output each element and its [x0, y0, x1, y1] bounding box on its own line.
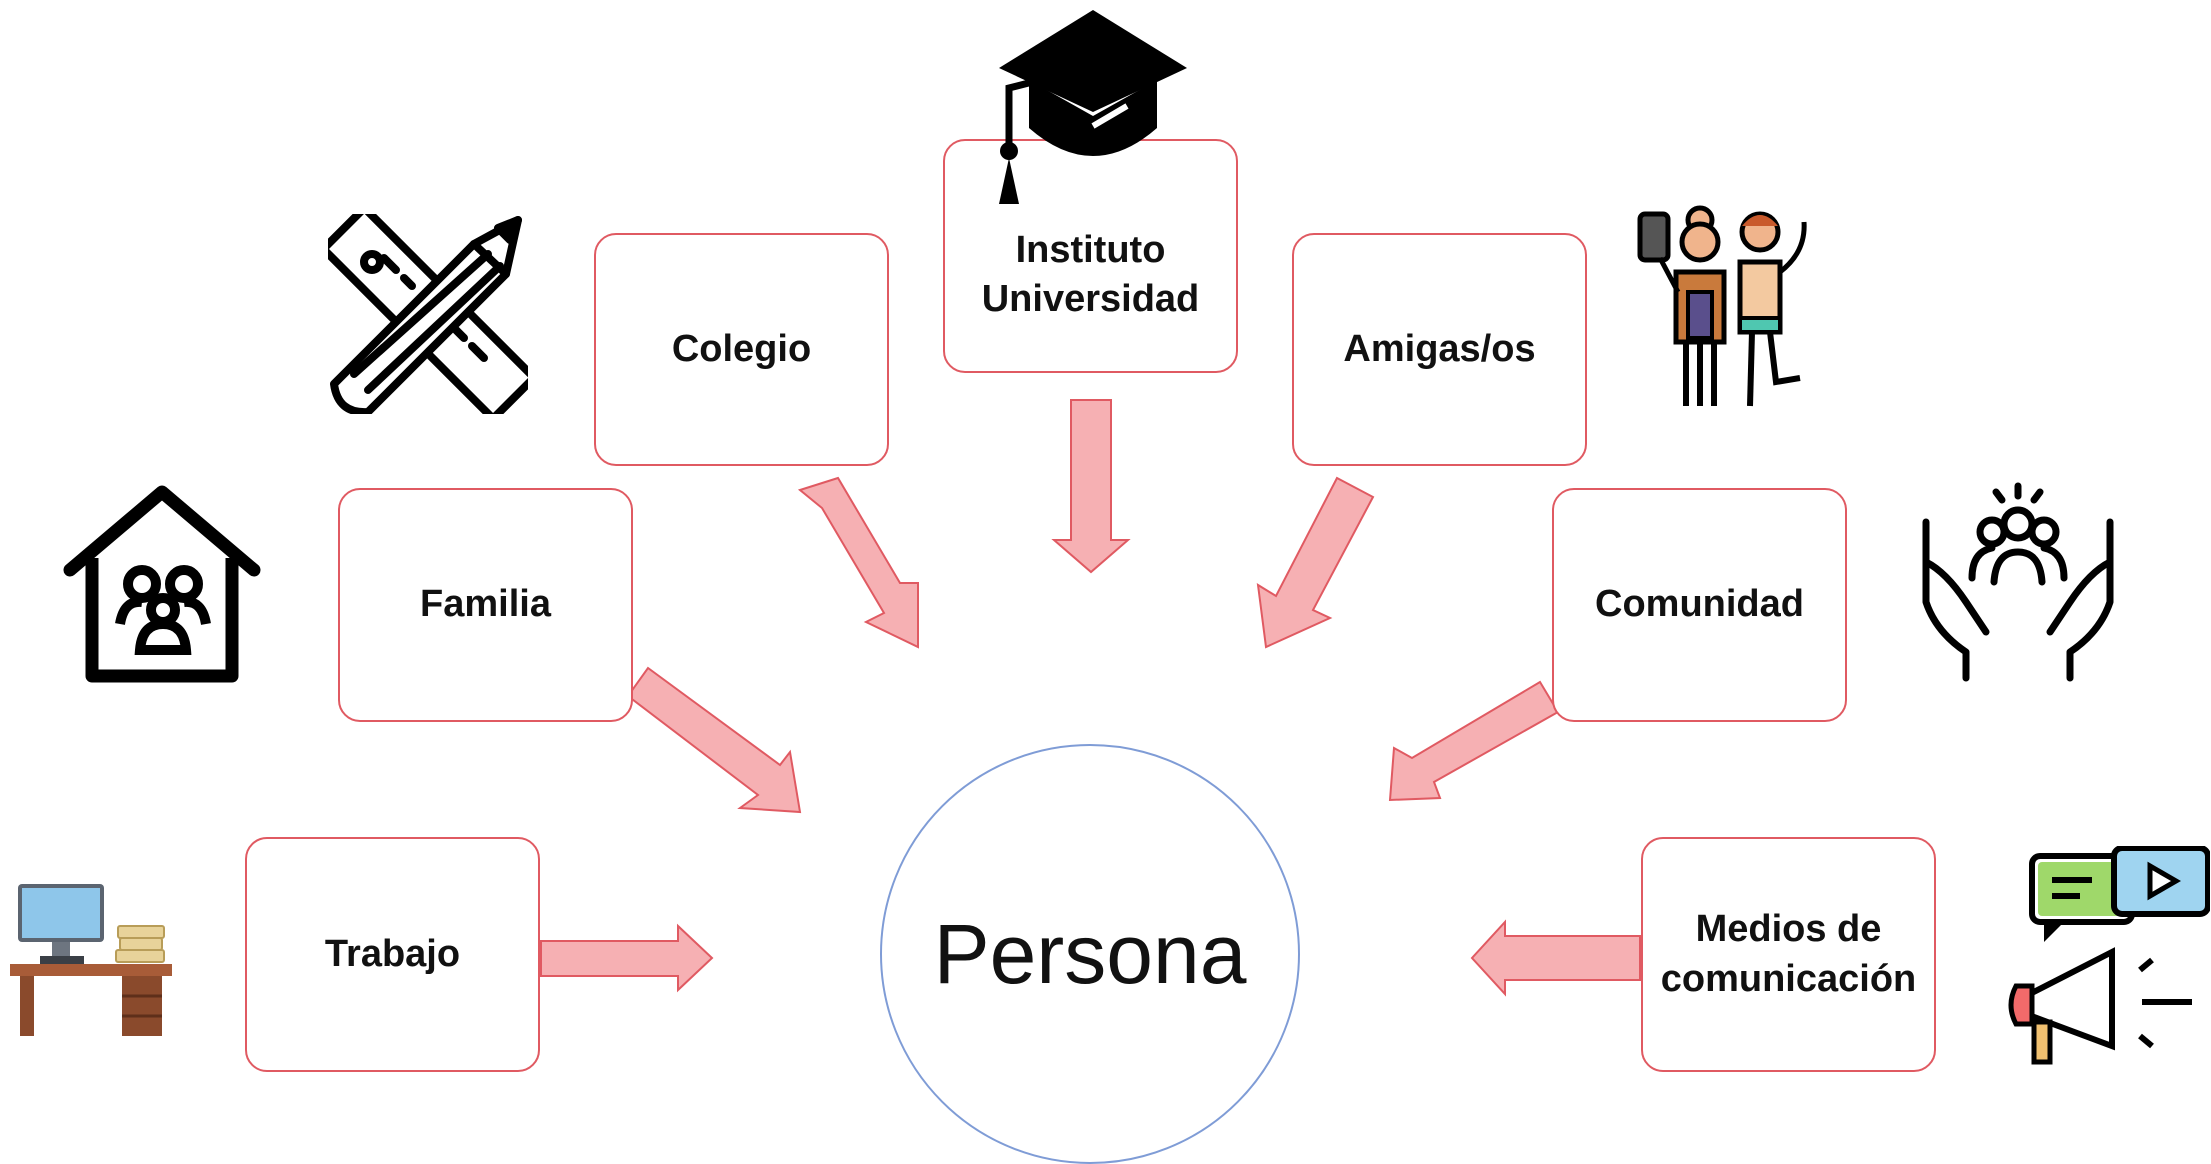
node-trabajo-label: Trabajo: [324, 932, 461, 975]
node-trabajo: Trabajo: [245, 837, 540, 1072]
node-comunidad-label: Comunidad: [1595, 583, 1804, 626]
family-house-icon: [63, 485, 261, 683]
community-hands-icon: [1922, 482, 2114, 682]
arrow-amigos: [1256, 476, 1375, 649]
arrow-colegio: [797, 476, 919, 649]
node-familia: Familia: [338, 488, 633, 722]
arrow-medios: [1470, 919, 1641, 997]
arrow-trabajo: [540, 923, 714, 993]
node-medios-line2: comunicación: [1660, 957, 1917, 1000]
node-colegio: Colegio: [594, 233, 889, 466]
node-colegio-label: Colegio: [671, 327, 812, 370]
persona-circle: Persona: [880, 744, 1300, 1164]
node-amigos: Amigas/os: [1292, 233, 1587, 466]
arrow-instituto: [1051, 399, 1131, 574]
graduation-cap-icon: [999, 10, 1187, 204]
node-instituto-text: Instituto Universidad: [982, 226, 1200, 325]
arrow-familia: [626, 666, 802, 814]
node-instituto-line1: Instituto: [1015, 228, 1166, 271]
node-amigos-label: Amigas/os: [1343, 327, 1536, 370]
persona-label: Persona: [933, 906, 1247, 1001]
node-comunidad: Comunidad: [1552, 488, 1847, 722]
arrow-comunidad: [1388, 680, 1560, 802]
node-familia-label: Familia: [420, 583, 551, 626]
node-instituto-line2: Universidad: [981, 278, 1200, 320]
desk-computer-icon: [10, 884, 172, 1036]
media-megaphone-icon: [2008, 846, 2210, 1065]
node-instituto-universidad: Instituto Universidad: [943, 139, 1238, 373]
friends-selfie-icon: [1637, 205, 1807, 407]
node-medios-text: Medios de comunicación: [1661, 905, 1917, 1004]
pencil-ruler-icon: [328, 214, 528, 414]
node-medios-comunicacion: Medios de comunicación: [1641, 837, 1936, 1072]
node-medios-line1: Medios de: [1695, 908, 1882, 951]
